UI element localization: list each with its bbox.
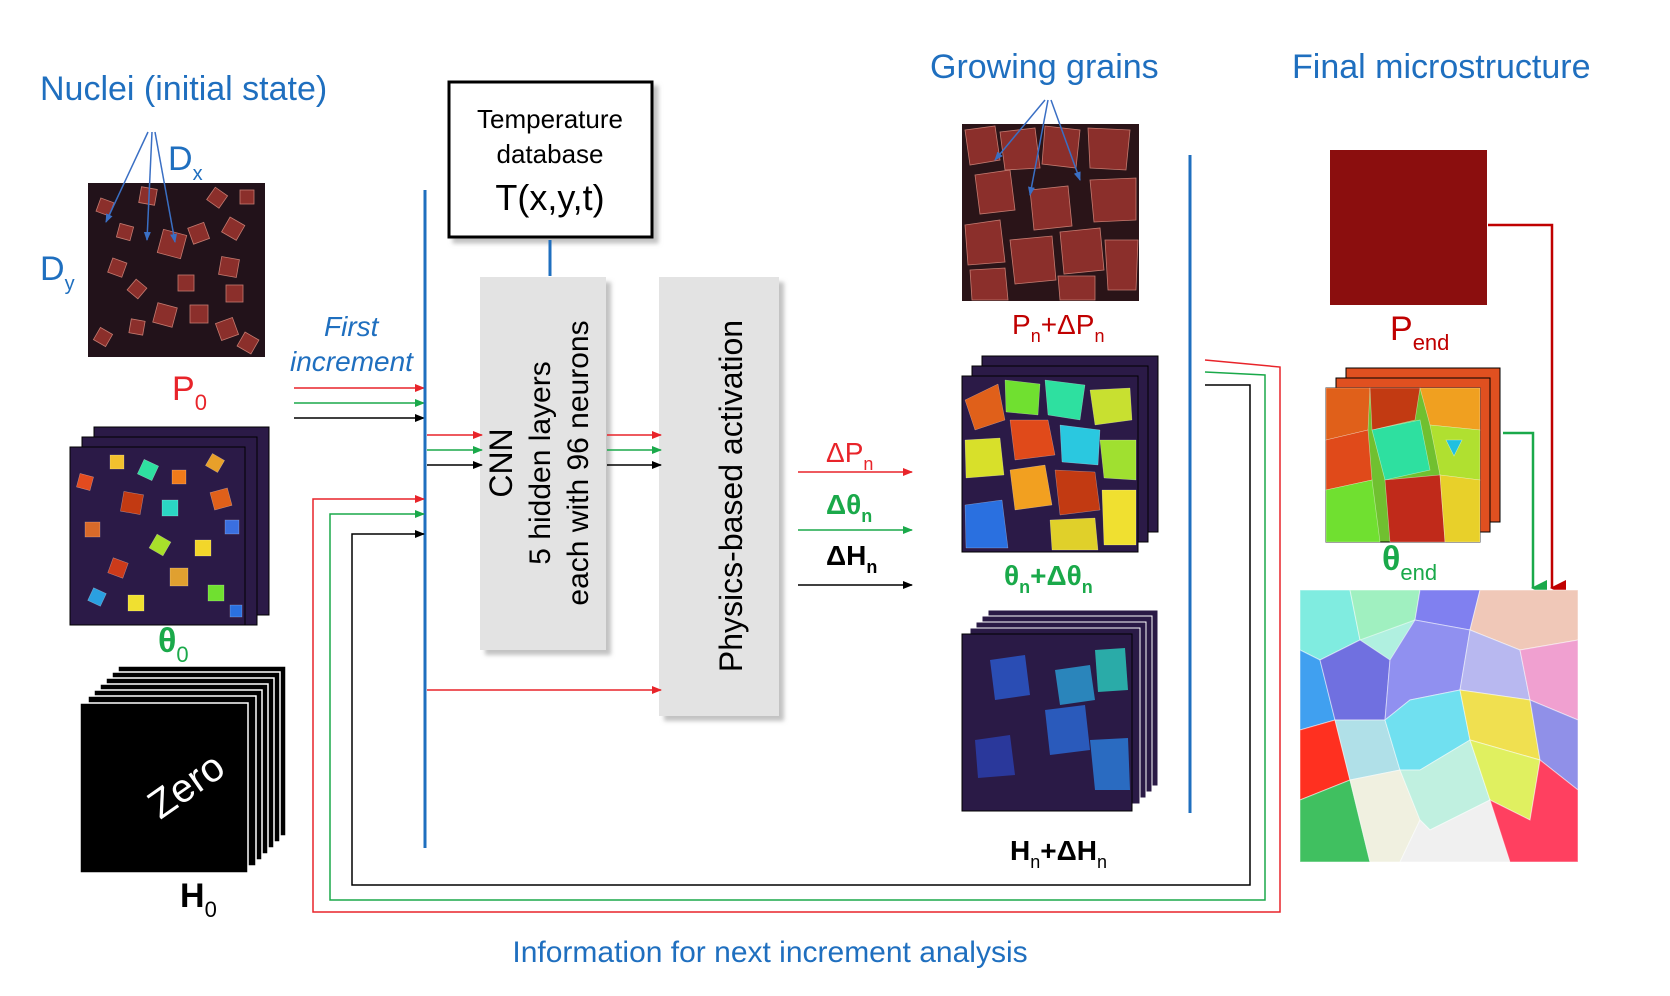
p0-image [88,183,265,357]
first-increment-arrows [294,384,425,422]
temperature-line3: T(x,y,t) [495,177,604,218]
hn-image-stack [961,609,1159,812]
delta-theta-label: Δθn [826,489,872,526]
nuclei-title: Nuclei (initial state) [40,70,327,108]
cnn-box: CNN 5 hidden layers each with 96 neurons [480,277,606,650]
h0-image-stack [79,665,287,874]
delta-arrows [798,468,913,589]
p0-label: P0 [172,370,207,415]
final-arrows [1488,223,1566,596]
theta0-label: θ0 [158,622,189,667]
dx-label: Dx [168,140,203,185]
thetan-image-stack [961,355,1159,553]
temperature-database-box: Temperature database T(x,y,t) [447,80,654,239]
activation-label: Physics-based activation [713,320,749,672]
cnn-line3: each with 96 neurons [562,320,595,605]
h0-label: H0 [180,877,217,922]
first-increment-line1: First [324,311,380,342]
cnn-to-activation-arrows [427,431,662,694]
pend-label: Pend [1390,310,1449,355]
thetan-label: θn+Δθn [1004,560,1093,597]
dy-label: Dy [40,250,75,295]
hn-label: Hn+ΔHn [1010,835,1107,872]
feedback-lines [312,359,1281,913]
pn-label: Pn+ΔPn [1012,309,1104,346]
temperature-line1: Temperature [477,104,623,134]
delta-h-label: ΔHn [826,540,877,577]
delta-p-label: ΔPn [826,437,873,474]
growing-grains-title: Growing grains [930,48,1159,86]
bus-to-cnn-arrows [427,431,483,469]
final-microstructure-title: Final microstructure [1292,48,1591,86]
first-increment-line2: increment [290,346,414,377]
cnn-line2: 5 hidden layers [524,361,557,564]
dx-pointers [105,131,178,243]
thetaend-label: θend [1382,540,1437,585]
activation-box: Physics-based activation [659,277,779,716]
growing-grains-pointers [994,99,1081,196]
temperature-line2: database [497,139,604,169]
pn-image [962,124,1139,301]
theta0-image-stack [69,426,270,626]
footer-label: Information for next increment analysis [512,936,1027,969]
thetaend-image-stack [1325,367,1501,543]
final-microstructure-image [1299,589,1579,863]
pend-image [1330,150,1487,305]
cnn-line1: CNN [483,428,519,497]
